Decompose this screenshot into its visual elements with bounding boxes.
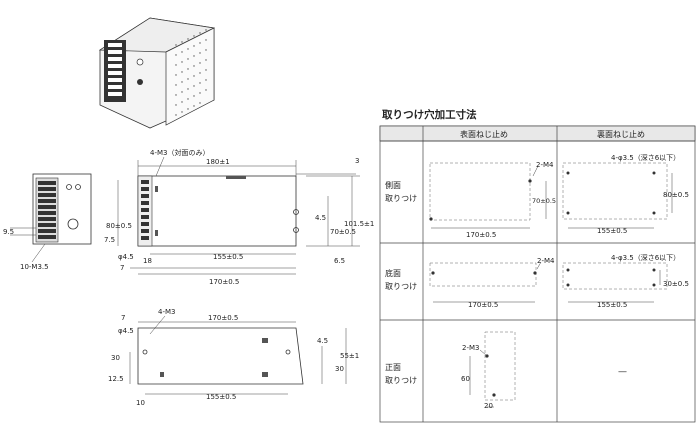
- r3-front-w: 20: [484, 402, 493, 410]
- table-title: 取りつけ穴加工寸法: [382, 108, 477, 121]
- bottom-dim-30a: 30: [111, 354, 120, 362]
- main-dim-70: 70±0.5: [330, 228, 356, 236]
- bottom-screw-label: 4-M3: [158, 308, 175, 316]
- mounting-table: 取りつけ穴加工寸法 表面ねじ止め 裏面ねじ止め 側面 取りつけ 底面 取りつけ …: [379, 108, 696, 423]
- side-view: 9.5 10-M3.5: [3, 173, 92, 271]
- main-dim-7: 7: [120, 264, 124, 272]
- row2-label2: 取りつけ: [385, 282, 417, 291]
- r1-back-h: 80±0.5: [663, 191, 689, 199]
- main-dim-18: 18: [143, 257, 152, 265]
- main-dim-3: 3: [355, 157, 359, 165]
- r3-back-dash: —: [618, 367, 627, 377]
- bottom-dim-4-5: 4.5: [317, 337, 328, 345]
- main-note-label: 4-M3（対面のみ）: [150, 148, 209, 157]
- bottom-dim-phi: φ4.5: [118, 327, 134, 335]
- row3-label2: 取りつけ: [385, 376, 417, 385]
- side-screw-label: 10-M3.5: [20, 263, 49, 271]
- bottom-dim-10: 10: [136, 399, 145, 407]
- bottom-dim-55: 55±1: [340, 352, 359, 360]
- main-dim-80: 80±0.5: [106, 222, 132, 230]
- bottom-dim-7: 7: [121, 314, 125, 322]
- side-pitch-label: 9.5: [3, 228, 14, 236]
- r2-front-w: 170±0.5: [468, 301, 498, 309]
- main-view: 4-M3（対面のみ） 180±1 3 80±0.5 7.5 φ4.5 18 4.…: [104, 148, 374, 286]
- col-front-header: 表面ねじ止め: [460, 129, 508, 139]
- r1-front-w: 170±0.5: [466, 231, 496, 239]
- r1-front-h: 70±0.5: [532, 197, 556, 205]
- main-dim-phi: φ4.5: [118, 253, 134, 261]
- row1-label1: 側面: [385, 180, 401, 190]
- main-dim-4-5: 4.5: [315, 214, 326, 222]
- r3-front-h: 60: [461, 375, 470, 383]
- bottom-dim-30b: 30: [335, 365, 344, 373]
- main-dim-170: 170±0.5: [209, 278, 239, 286]
- bottom-dim-155: 155±0.5: [206, 393, 236, 401]
- r2-back-w: 155±0.5: [597, 301, 627, 309]
- main-dim-180: 180±1: [206, 158, 230, 166]
- product-illustration: [98, 17, 216, 129]
- r1-front-screw: 2-M4: [536, 161, 554, 169]
- r1-back-screw: 4-φ3.5（深さ6以下）: [611, 153, 680, 162]
- main-dim-6-5: 6.5: [334, 257, 345, 265]
- row1-label2: 取りつけ: [385, 194, 417, 203]
- main-dim-7-5: 7.5: [104, 236, 115, 244]
- r2-back-h: 30±0.5: [663, 280, 689, 288]
- main-dim-155: 155±0.5: [213, 253, 243, 261]
- r2-front-screw: 2-M4: [537, 257, 555, 265]
- r2-back-screw: 4-φ3.5（深さ6以下）: [611, 253, 680, 262]
- bottom-dim-170: 170±0.5: [208, 314, 238, 322]
- row2-label1: 底面: [385, 268, 401, 278]
- r1-back-w: 155±0.5: [597, 227, 627, 235]
- col-back-header: 裏面ねじ止め: [597, 129, 645, 139]
- row3-label1: 正面: [385, 363, 401, 372]
- main-dim-101-5: 101.5±1: [344, 220, 374, 228]
- bottom-dim-12-5: 12.5: [108, 375, 124, 383]
- bottom-view: 7 4-M3 170±0.5 φ4.5 4.5 30 55±1 30 12.5 …: [108, 308, 359, 407]
- r3-front-screw: 2-M3: [462, 344, 479, 352]
